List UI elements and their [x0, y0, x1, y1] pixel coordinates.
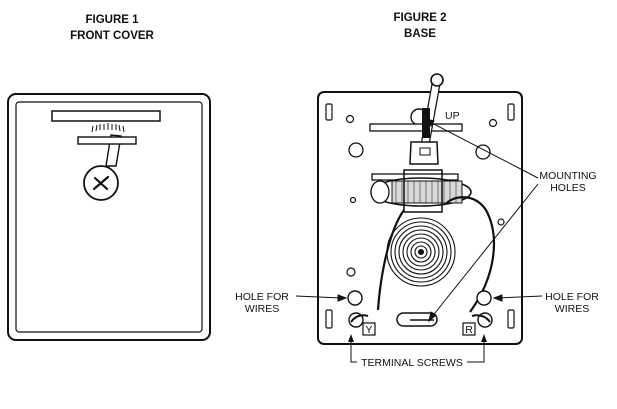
mounting-holes-label-line1: MOUNTING: [539, 170, 596, 182]
wire-holes: [347, 290, 492, 306]
base-corner-slots: [325, 103, 515, 329]
cover-pointer-tip: [77, 136, 137, 145]
terminal-screw-r: [462, 312, 493, 336]
thermostat-wires: [376, 196, 496, 313]
figure-2-number: FIGURE 2: [393, 12, 446, 24]
hole-for-wires-left-leader: [295, 294, 348, 302]
mercury-bulb: [370, 177, 472, 207]
front-cover-inner: [15, 101, 203, 333]
terminal-screws-arrowheads: [348, 334, 487, 342]
figure-1-number: FIGURE 1: [85, 14, 139, 26]
terminal-screws-leaders: [350, 340, 485, 363]
terminal-screw-y: [348, 312, 376, 336]
base-plate-outline: [317, 91, 523, 345]
base-small-holes: [345, 114, 505, 277]
figure-1: FIGURE 1 FRONT COVER: [7, 14, 211, 341]
mounting-holes-leaders: [424, 118, 539, 323]
hole-for-wires-left-line1: HOLE FOR: [235, 291, 289, 303]
base-large-holes: [348, 142, 491, 160]
adjustment-lever: [409, 73, 444, 165]
hole-for-wires-right-line1: HOLE FOR: [545, 291, 599, 303]
up-label: UP: [445, 110, 460, 122]
cover-screw-slot-icon: [92, 175, 110, 191]
terminal-screws-label: TERMINAL SCREWS: [361, 357, 463, 369]
hole-for-wires-right-line2: WIRES: [555, 303, 589, 315]
figure-2-name: BASE: [404, 28, 436, 40]
mounting-holes-label-line2: HOLES: [550, 182, 586, 194]
terminal-y-label: Y: [365, 324, 372, 336]
hole-for-wires-right-leader: [492, 294, 543, 302]
figure-2: FIGURE 2 BASE: [235, 12, 599, 369]
cover-slot-bar: [51, 110, 161, 122]
bimetal-coil: [386, 217, 456, 287]
cover-scale-ticks: [91, 123, 125, 133]
terminal-r-label: R: [465, 324, 473, 336]
hole-for-wires-left-line2: WIRES: [245, 303, 279, 315]
front-cover-outline: [7, 93, 211, 341]
figure-1-name: FRONT COVER: [70, 30, 154, 42]
lever-bracket: [403, 169, 443, 213]
